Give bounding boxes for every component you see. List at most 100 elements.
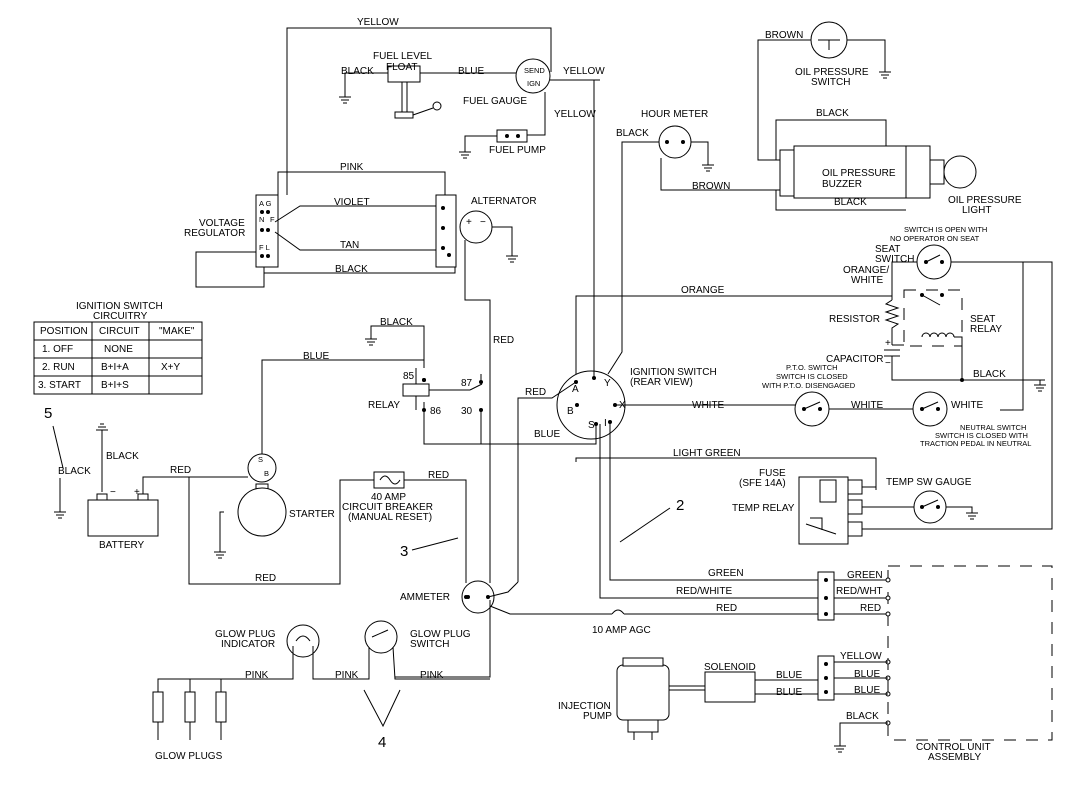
pto-switch: P.T.O. SWITCH SWITCH IS CLOSED WITH P.T.… — [762, 363, 914, 427]
glow-plug-indicator-label: GLOW PLUG — [215, 629, 276, 640]
seat-switch-note: SWITCH IS OPEN WITH — [904, 225, 987, 234]
ignition-switch-label: IGNITION SWITCH — [630, 367, 717, 378]
voltage-regulator-label: VOLTAGE — [199, 218, 245, 229]
seat-switch-label: SEAT — [875, 244, 900, 255]
seat-switch — [916, 244, 952, 280]
wire-label-black-float: BLACK — [341, 66, 374, 77]
ign-i-label: I — [604, 418, 607, 429]
seat-relay-label: SEAT — [970, 314, 995, 325]
glow-plug-indicator — [286, 624, 320, 658]
wire-label-orange: ORANGE — [681, 285, 725, 296]
cu-blue-label-2: BLUE — [854, 685, 880, 696]
battery-label: BATTERY — [99, 540, 145, 551]
vr-ag-label: A G — [259, 199, 272, 208]
wire-label-yellow-gauge: YELLOW — [563, 66, 605, 77]
wire-label-red-battery: RED — [170, 465, 191, 476]
relay-section: BLACK 85 86 87 30 RELAY BLUE — [261, 317, 483, 455]
wire-label-white-3: WHITE — [951, 400, 984, 411]
wire-label-black-seat: BLACK — [973, 369, 1006, 380]
wire-label-blue-ign: BLUE — [534, 429, 560, 440]
table-cell: X+Y — [161, 362, 181, 373]
starter-solenoid — [247, 453, 277, 483]
hour-meter-label: HOUR METER — [641, 109, 708, 120]
wire-label-red-ign: RED — [525, 387, 546, 398]
wire-label-blue-sol-2: BLUE — [776, 687, 802, 698]
ignition-table-title-2: CIRCUITRY — [93, 311, 148, 322]
breaker-label-2: CIRCUIT BREAKER — [342, 502, 433, 513]
wire-label-blue-relay: BLUE — [303, 351, 329, 362]
solenoid — [704, 671, 756, 703]
resistor-label: RESISTOR — [829, 314, 880, 325]
wire-label-violet: VIOLET — [334, 197, 370, 208]
table-cell: NONE — [104, 344, 133, 355]
alternator-label: ALTERNATOR — [471, 196, 537, 207]
glow-plug — [152, 691, 164, 723]
seat-relay-label-2: RELAY — [970, 324, 1002, 335]
pto-switch-label: P.T.O. SWITCH — [786, 363, 838, 372]
injection-pump-label-2: PUMP — [583, 711, 612, 722]
ammeter — [461, 580, 495, 614]
agc-fuse-label: 10 AMP AGC — [592, 625, 651, 636]
wire-label-light-green: LIGHT GREEN — [673, 448, 741, 459]
relay-30-label: 30 — [461, 406, 473, 417]
callout-4: 4 — [378, 734, 386, 751]
alternator — [459, 210, 493, 244]
glow-plug-switch-label: GLOW PLUG — [410, 629, 471, 640]
wire-label-pink-glow-3: PINK — [420, 670, 444, 681]
oil-pressure-light-label-2: LIGHT — [962, 205, 991, 216]
table-header-circuit: CIRCUIT — [99, 326, 140, 337]
wire-label-red-starter: RED — [255, 573, 276, 584]
glow-plug-indicator-label-2: INDICATOR — [221, 639, 275, 650]
fuel-level-float-label-2: FLOAT — [386, 62, 417, 73]
ignition-switch-table: IGNITION SWITCH CIRCUITRY POSITION CIRCU… — [33, 301, 203, 395]
ignition-switch-section: A Y B X S I IGNITION SWITCH (REAR VIEW) … — [423, 80, 877, 599]
wire-label-red-white: RED/WHITE — [676, 586, 732, 597]
seat-switch-note-2: NO OPERATOR ON SEAT — [890, 234, 980, 243]
capacitor-label: CAPACITOR — [826, 354, 883, 365]
control-unit-label-2: ASSEMBLY — [928, 752, 981, 763]
temp-sw-gauge — [913, 490, 947, 524]
ignition-switch-label-2: (REAR VIEW) — [630, 377, 693, 388]
ammeter-label: AMMETER — [400, 592, 450, 603]
fuel-gauge-label: FUEL GAUGE — [463, 96, 527, 107]
fuel-section: YELLOW FUEL LEVEL FLOAT BLACK BLUE SEND … — [286, 17, 605, 195]
wire-label-blue-float: BLUE — [458, 66, 484, 77]
alternator-plus: + — [466, 217, 472, 228]
starter-b-label: B — [264, 469, 269, 478]
vr-fl-label: F L — [259, 243, 270, 252]
wire-label-white-1: WHITE — [692, 400, 725, 411]
wire-label-orange-white: ORANGE/ — [843, 265, 889, 276]
wire-label-black-reg: BLACK — [335, 264, 368, 275]
ign-y-label: Y — [604, 378, 611, 389]
wire-label-brown-top: BROWN — [765, 30, 803, 41]
neutral-switch-label-3: TRACTION PEDAL IN NEUTRAL — [920, 439, 1031, 448]
wire-label-white-2: WHITE — [851, 400, 884, 411]
neutral-switch-label-2: SWITCH IS CLOSED WITH — [935, 431, 1028, 440]
seat-switch-label-2: SWITCH — [875, 254, 914, 265]
table-cell: B+I+S — [101, 380, 129, 391]
fuel-gauge-send-label: SEND — [524, 66, 545, 75]
wire-label-black-relay: BLACK — [380, 317, 413, 328]
glow-plug-switch-label-2: SWITCH — [410, 639, 449, 650]
fuse — [819, 479, 837, 503]
relay-87-label: 87 — [461, 378, 473, 389]
seat-section: SWITCH IS OPEN WITH NO OPERATOR ON SEAT … — [575, 225, 1046, 411]
wire-label-red-alt: RED — [493, 335, 514, 346]
oil-pressure-buzzer-label: OIL PRESSURE — [822, 168, 896, 179]
cu-red-wht-label: RED/WHT — [836, 586, 883, 597]
wire-label-orange-white-2: WHITE — [851, 275, 884, 286]
wire-label-pink-glow-2: PINK — [335, 670, 359, 681]
fuel-level-float-label: FUEL LEVEL — [373, 51, 433, 62]
fuel-gauge-ign-label: IGN — [527, 79, 540, 88]
ign-s-label: S — [588, 420, 595, 431]
alternator-connector — [435, 194, 457, 268]
wire-label-green: GREEN — [708, 568, 744, 579]
starting-section: 5 BLACK BLACK − + BATTERY RED S B STARTE… — [44, 405, 467, 585]
temp-section: 2 FUSE (SFE 14A) TEMP RELAY TEMP SW GAUG… — [619, 261, 1053, 545]
hour-meter — [658, 125, 692, 159]
battery-minus: − — [110, 487, 116, 498]
wire-label-tan: TAN — [340, 240, 359, 251]
oil-pressure-section: HOUR METER BLACK BROWN BROWN OIL PRESSUR… — [607, 21, 1022, 375]
oil-pressure-switch-label-2: SWITCH — [811, 77, 850, 88]
battery — [87, 499, 159, 537]
